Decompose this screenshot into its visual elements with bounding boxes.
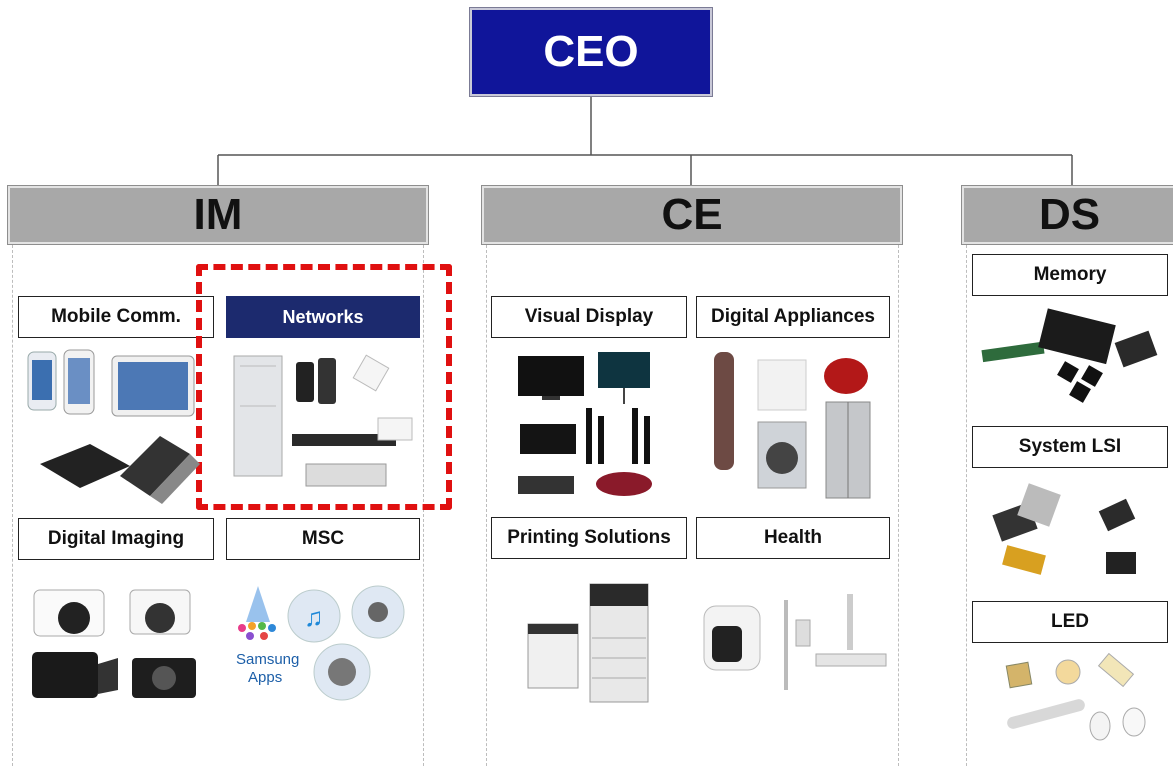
samsung-apps-logo: Samsung bbox=[236, 651, 299, 668]
ceo-label: CEO bbox=[543, 27, 639, 76]
unit-networks: Networks bbox=[226, 296, 420, 338]
ds-name: DS bbox=[1038, 190, 1101, 239]
unit-visual-display: Visual Display bbox=[491, 296, 687, 338]
digital-appliances-illustration bbox=[714, 352, 871, 499]
ceo-box: CEO bbox=[470, 8, 712, 96]
ce-name: CE bbox=[661, 190, 723, 239]
networks-highlight bbox=[196, 264, 452, 510]
unit-memory: Memory bbox=[972, 254, 1168, 296]
music-note-icon: ♫ bbox=[304, 602, 324, 632]
division-header-ds: DS bbox=[962, 186, 1173, 244]
health-equipment-illustration bbox=[703, 594, 887, 690]
division-header-im: IM bbox=[8, 186, 428, 244]
msc-apps-illustration: Samsung Apps ♫ bbox=[236, 585, 405, 701]
unit-health: Health bbox=[696, 517, 890, 559]
unit-mobile-comm: Mobile Comm. bbox=[18, 296, 214, 338]
division-header-ce: CE bbox=[482, 186, 902, 244]
printers-illustration bbox=[527, 583, 649, 703]
ce-column bbox=[486, 245, 899, 766]
led-illustration bbox=[1005, 652, 1146, 741]
unit-system-lsi: System LSI bbox=[972, 426, 1168, 468]
ds-column bbox=[966, 245, 1173, 766]
system-lsi-illustration bbox=[992, 483, 1136, 575]
im-name: IM bbox=[193, 190, 243, 239]
memory-illustration bbox=[981, 308, 1158, 403]
mobile-devices-illustration bbox=[27, 349, 200, 504]
network-equipment-illustration bbox=[233, 354, 413, 487]
visual-display-illustration bbox=[518, 352, 652, 496]
unit-led: LED bbox=[972, 601, 1168, 643]
cameras-illustration bbox=[32, 589, 196, 698]
unit-msc: MSC bbox=[226, 518, 420, 560]
unit-digital-imaging: Digital Imaging bbox=[18, 518, 214, 560]
unit-digital-appliances: Digital Appliances bbox=[696, 296, 890, 338]
unit-printing-solutions: Printing Solutions bbox=[491, 517, 687, 559]
samsung-apps-logo-line2: Apps bbox=[248, 669, 282, 686]
